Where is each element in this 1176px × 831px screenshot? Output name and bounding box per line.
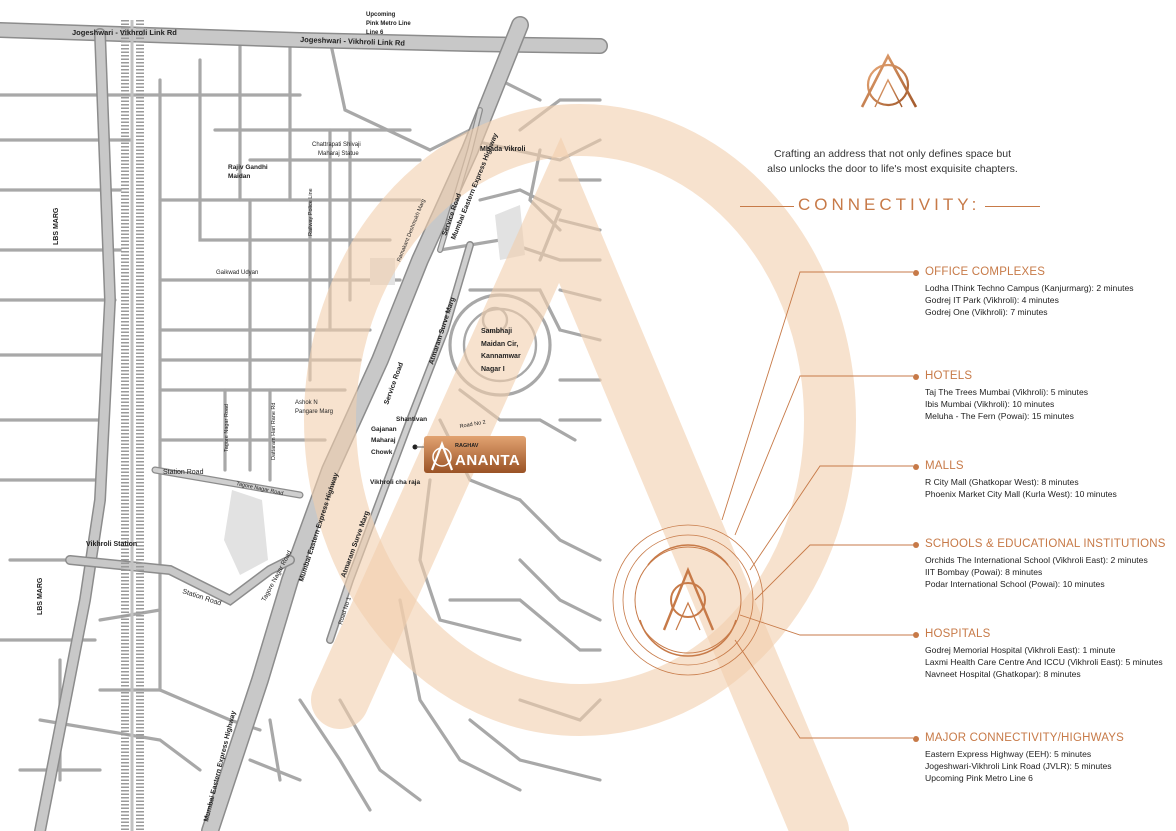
tagline-line-2: also unlocks the door to life's most exq… [767, 163, 1018, 175]
metro-label-1: Upcoming [366, 12, 396, 18]
rajiv-label-2: Maidan [228, 173, 250, 180]
shivaji-statue-label-1: Chattrapati Shivaji [312, 142, 361, 148]
shivaji-statue-label-2: Maharaj Statue [318, 151, 359, 157]
sambhaji-label-3: Kannamwar [481, 353, 521, 360]
list-item: Lodha IThink Techno Campus (Kanjurmarg):… [925, 283, 1134, 293]
list-item: Eastern Express Highway (EEH): 5 minutes [925, 749, 1092, 759]
list-item: Phoenix Market City Mall (Kurla West): 1… [925, 489, 1117, 500]
gajanan-label-1: Gajanan [371, 426, 397, 433]
metro-label-3: Line 6 [366, 30, 384, 36]
list-item: Jogeshwari-Vikhroli Link Road (JVLR): 5 … [925, 761, 1112, 772]
connector-lines [721, 271, 913, 739]
jvlr-label-1: Jogeshwari - Vikhroli Link Rd [72, 28, 177, 37]
list-item: R City Mall (Ghatkopar West): 8 minutes [925, 477, 1079, 487]
metro-label-2: Pink Metro Line [366, 21, 411, 27]
list-item: Laxmi Health Care Centre And ICCU (Vikhr… [925, 657, 1163, 668]
bullet-dot [913, 464, 919, 470]
railway-tracks [121, 20, 144, 831]
bullet-dot [913, 736, 919, 742]
list-item: Meluha - The Fern (Powai): 15 minutes [925, 411, 1074, 422]
list-item: IIT Bombay (Powai): 8 minutes [925, 567, 1043, 578]
vikhroli-raja-label: Vikhroli cha raja [370, 479, 420, 486]
tagore-label-1: Tagore Nagar Road [224, 404, 230, 452]
category-title: OFFICE COMPLEXES [925, 266, 1046, 278]
list-item: Podar International School (Powai): 10 m… [925, 579, 1105, 590]
bullet-dot [913, 542, 919, 548]
watermark-logo [304, 104, 856, 831]
connectivity-title: CONNECTIVITY: [798, 195, 981, 214]
heading-rule-right [985, 206, 1040, 207]
station-road-label-1: Station Road [163, 469, 204, 476]
list-item: Navneet Hospital (Ghatkopar): 8 minutes [925, 669, 1081, 680]
gajanan-label-3: Chowk [371, 449, 393, 456]
bullet-dot [913, 270, 919, 276]
sambhaji-label-1: Sambhaji [481, 328, 512, 335]
category-title: HOTELS [925, 370, 973, 382]
mhada-label: Mhada Vikroli [480, 146, 525, 153]
connectivity-heading: CONNECTIVITY: [740, 195, 1040, 217]
bullet-dot [913, 632, 919, 638]
dattaram-label: Dattaram Hari Rane Rd [271, 403, 277, 460]
road-no2-label: Road No 2 [459, 419, 486, 429]
rajiv-label-1: Rajiv Gandhi [228, 164, 268, 171]
ashok-label-1: Ashok N [295, 400, 318, 406]
shantivan-label: Shantivan [396, 416, 427, 423]
jvlr-label-2: Jogeshwari - Vikhroli Link Rd [300, 35, 406, 48]
service-road-label-2: Service Road [383, 362, 405, 406]
list-item: Taj The Trees Mumbai (Vikhroli): 5 minut… [925, 387, 1089, 397]
project-pin[interactable]: RAGHAV ANANTA [412, 436, 527, 473]
tagline: Crafting an address that not only define… [755, 147, 1030, 177]
brand-logo [860, 53, 918, 108]
pin-main-label: ANANTA [455, 452, 520, 469]
heading-rule-left [740, 206, 794, 207]
gajanan-label-2: Maharaj [371, 437, 396, 444]
lbs-marg-label-2: LBS MARG [37, 577, 44, 615]
railway-police-label: Railway Police Line [308, 188, 314, 236]
list-item: Ibis Mumbai (Vikhroli): 10 minutes [925, 399, 1055, 410]
category-title: SCHOOLS & EDUCATIONAL INSTITUTIONS [925, 538, 1166, 550]
sambhaji-label-4: Nagar I [481, 366, 505, 373]
category-title: MALLS [925, 460, 964, 472]
category-title: HOSPITALS [925, 628, 991, 640]
list-item: Godrej One (Vikhroli): 7 minutes [925, 307, 1048, 318]
ashok-label-2: Pangare Marg [295, 409, 333, 415]
list-item: Orchids The International School (Vikhro… [925, 555, 1148, 565]
sambhaji-label-2: Maidan Cir, [481, 341, 518, 348]
bullet-dot [913, 374, 919, 380]
lbs-marg-label: LBS MARG [53, 207, 60, 245]
list-item: Godrej IT Park (Vikhroli): 4 minutes [925, 295, 1059, 306]
list-item: Godrej Memorial Hospital (Vikhroli East)… [925, 645, 1116, 655]
connectivity-emblem [612, 524, 764, 676]
vikhroli-station-label: Vikhroli Station [86, 541, 137, 548]
pin-small-label: RAGHAV [455, 443, 479, 449]
gaikwad-label: Gaikwad Udyan [216, 270, 258, 276]
category-title: MAJOR CONNECTIVITY/HIGHWAYS [925, 732, 1124, 744]
tagline-line-1: Crafting an address that not only define… [774, 148, 1011, 160]
list-item: Upcoming Pink Metro Line 6 [925, 773, 1033, 784]
